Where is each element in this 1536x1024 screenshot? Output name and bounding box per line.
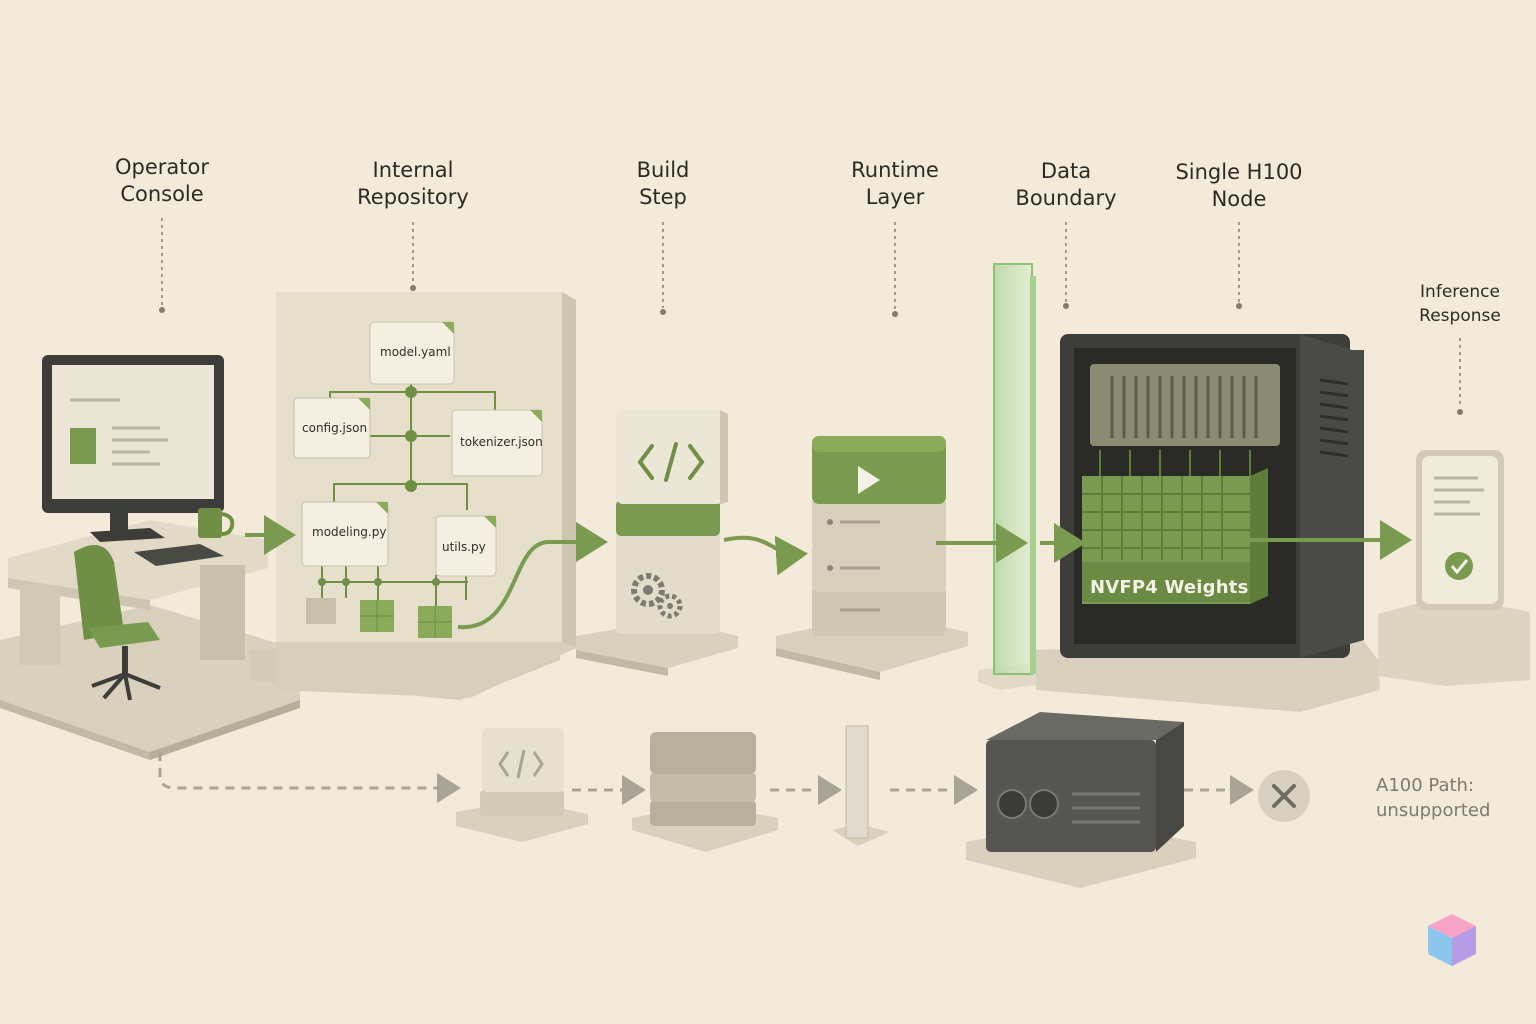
response-device [1378,450,1530,686]
alt-a100-server [966,712,1196,888]
operator-console-scene [0,355,300,760]
alt-runtime-stack [632,732,778,852]
data-boundary-panel [978,263,1056,690]
gpu-module [1090,364,1280,446]
mug [198,508,235,538]
build-step-block [576,410,738,676]
alt-path-label: A100 Path:unsupported [1376,775,1491,821]
file-model-yaml: model.yaml [380,345,451,359]
h100-node [1036,334,1380,712]
x-icon [1258,770,1310,822]
decorative-cube [1428,914,1476,966]
main-flow [245,515,1412,630]
leader-dots [159,285,1463,415]
alt-build-block [456,728,588,842]
checkmark-icon [1445,552,1473,580]
file-modeling-py: modeling.py [312,525,387,539]
file-cards [293,321,543,577]
play-icon [858,466,880,494]
code-icon [637,442,705,482]
gears-icon [631,573,683,619]
runtime-layer-stack [776,436,968,680]
file-config-json: config.json [302,421,368,435]
nvfp4-weights-label: NVFP4 Weights [1090,577,1249,598]
weights-cube [1082,468,1268,604]
package-cubes [306,598,452,638]
file-tokenizer-json: tokenizer.json [460,435,543,449]
keyboard [134,544,224,566]
office-chair [74,544,161,701]
leader-lines [161,218,1461,408]
alt-boundary [832,725,890,846]
file-utils-py: utils.py [442,540,486,554]
alt-path [158,712,1310,888]
monitor [42,355,224,542]
